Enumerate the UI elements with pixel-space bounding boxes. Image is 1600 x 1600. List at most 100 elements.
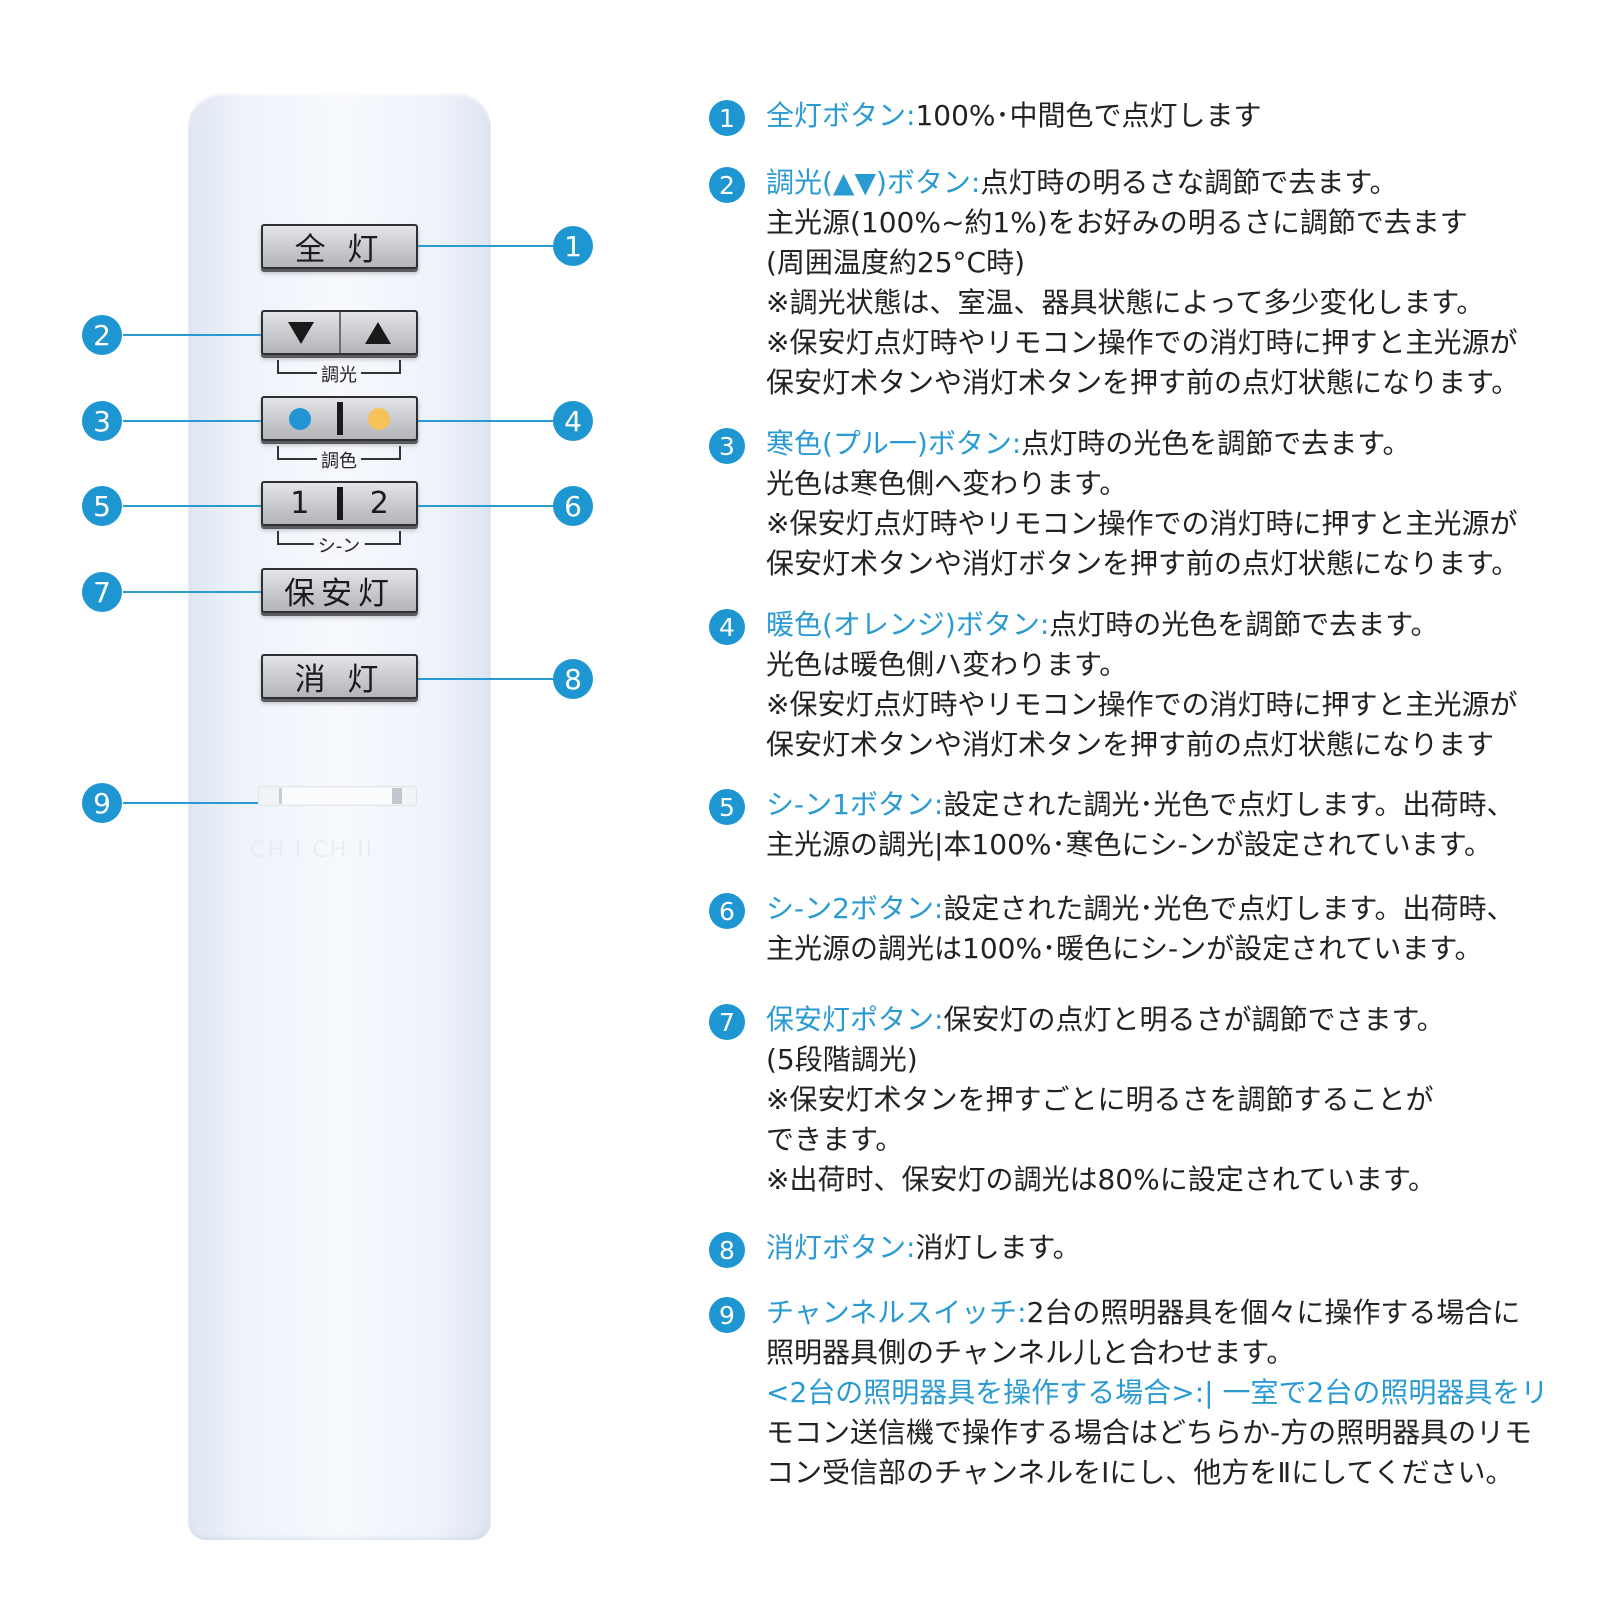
callout-line-6 [418, 505, 556, 507]
description-number-5: 5 [709, 789, 745, 825]
description-9-text: チャンネルスイッチ:2台の照明器具を個々に操作する場合に 照明器具側のチャンネル… [766, 1293, 1548, 1493]
callout-number-7: 7 [82, 572, 122, 612]
description-2-line-3: (周囲温度約25°C時) [766, 246, 1026, 279]
description-number-6: 6 [709, 893, 745, 929]
description-2-line-6: 保安灯术タンや消灯术タンを押す前の点灯状態になります。 [766, 366, 1520, 399]
description-number-7: 7 [709, 1004, 745, 1040]
description-2-line-2: 主光源(100%~約1%)をお好みの明るさに調節で去ます [766, 206, 1468, 239]
description-5-line-1: 設定された調光･光色で点灯します。出荷時、 [943, 788, 1515, 821]
dim-up-button[interactable] [341, 312, 417, 353]
description-9-line-3: <2台の照明器具を操作する場合>:| 一室で2台の照明器具をリ [766, 1376, 1549, 1409]
callout-number-1: 1 [553, 226, 593, 266]
description-number-9: 9 [709, 1297, 745, 1333]
description-4-title: 暖色(オレンジ)ボタン: [766, 608, 1050, 641]
channel-switch[interactable] [258, 786, 417, 806]
dimming-button-group [261, 310, 418, 355]
callout-line-2 [123, 334, 261, 336]
callout-line-7 [123, 591, 261, 593]
full-light-button[interactable]: 全 灯 [261, 224, 418, 269]
scene-2-button[interactable]: 2 [343, 483, 417, 524]
callout-number-8: 8 [553, 659, 593, 699]
description-8-line-1: 消灯します。 [915, 1231, 1081, 1264]
dimming-divider [338, 312, 341, 353]
description-3-line-3: ※保安灯点灯時やリモコン操作での消灯時に押すと主光源が [766, 507, 1518, 540]
description-9-line-2: 照明器具側のチャンネル儿と合わせます。 [766, 1336, 1295, 1369]
scene-divider [336, 487, 343, 520]
night-light-button-label: 保安灯 [284, 576, 395, 612]
description-7-line-3: ※保安灯术タンを押すごとに明るさを調節することが [766, 1083, 1434, 1116]
callout-line-9 [123, 802, 258, 804]
color-divider [336, 402, 343, 435]
description-6-text: シ-ン2ボタン:設定された調光･光色で点灯します。出荷時、 主光源の調光は100… [766, 889, 1515, 969]
description-4-line-2: 光色は暖色側ハ変わります。 [766, 648, 1128, 681]
callout-number-6: 6 [553, 486, 593, 526]
description-9-line-1: 2台の照明器具を個々に操作する場合に [1026, 1296, 1521, 1329]
full-light-button-label: 全 灯 [294, 232, 385, 268]
description-5-text: シ-ン1ボタン:設定された調光･光色で点灯します。出荷時、 主光源の調光|本10… [766, 785, 1515, 865]
description-1-text: 全灯ボタン:100%･中間色で点灯します [766, 96, 1262, 136]
description-4-line-3: ※保安灯点灯時やリモコン操作での消灯時に押すと主光源が [766, 688, 1518, 721]
description-3-text: 寒色(プル一)ボタン:点灯時の光色を調節で去ます。 光色は寒色側へ変わります。 … [766, 424, 1519, 584]
description-3-line-1: 点灯時の光色を調節で去ます。 [1021, 427, 1411, 460]
description-5-line-2: 主光源の調光|本100%･寒色にシ-ンが設定されています。 [766, 828, 1492, 861]
warm-color-button[interactable] [343, 398, 417, 439]
orange-dot-icon [368, 407, 391, 430]
description-2-line-5: ※保安灯点灯時やリモコン操作での消灯時に押すと主光源が [766, 326, 1518, 359]
callout-line-1 [418, 245, 556, 247]
color-label: 調色 [317, 452, 361, 472]
description-9-line-5: コン受信部のチャンネルをIにし、他方をⅡにしてください。 [766, 1456, 1514, 1489]
description-7-text: 保安灯ポタン:保安灯の点灯と明るさが調節でさます。 (5段階調光) ※保安灯术タ… [766, 1000, 1445, 1200]
blue-dot-icon [288, 407, 311, 430]
description-4-line-4: 保安灯术タンや消灯术タンを押す前の点灯状態になります [766, 728, 1495, 761]
callout-number-2: 2 [82, 315, 122, 355]
description-2-title: 調光(▲▼)ボタン: [766, 166, 981, 199]
callout-number-9: 9 [82, 783, 122, 823]
channel-switch-knob[interactable] [279, 788, 402, 804]
description-number-3: 3 [709, 428, 745, 464]
description-6-line-1: 設定された調光･光色で点灯します。出荷時、 [943, 892, 1515, 925]
description-7-line-2: (5段階調光) [766, 1043, 918, 1076]
scene-1-button[interactable]: 1 [263, 483, 337, 524]
off-button[interactable]: 消 灯 [261, 654, 418, 699]
description-7-line-5: ※出荷时、保安灯の調光は80%に設定されています。 [766, 1163, 1437, 1196]
callout-line-5 [123, 505, 261, 507]
scene-1-label: 1 [290, 486, 310, 521]
night-light-button[interactable]: 保安灯 [261, 568, 418, 613]
description-2-text: 調光(▲▼)ボタン:点灯時の明るさな調節で去ます。 主光源(100%~約1%)を… [766, 163, 1519, 403]
description-7-title: 保安灯ポタン: [766, 1003, 944, 1036]
callout-number-5: 5 [82, 486, 122, 526]
description-3-line-2: 光色は寒色側へ変わります。 [766, 467, 1128, 500]
description-7-line-1: 保安灯の点灯と明るさが調節でさます。 [943, 1003, 1445, 1036]
callout-number-3: 3 [82, 401, 122, 441]
off-button-label: 消 灯 [294, 662, 385, 698]
cool-color-button[interactable] [263, 398, 337, 439]
description-7-line-4: できます。 [766, 1123, 904, 1156]
description-9-line-4: モコン送信機で操作する場合はどちらか-方の照明器具のリモ [766, 1416, 1533, 1449]
callout-line-3 [123, 420, 261, 422]
description-number-1: 1 [709, 100, 745, 136]
callout-line-4 [418, 420, 556, 422]
dim-down-button[interactable] [263, 312, 339, 353]
triangle-up-icon [365, 321, 392, 344]
description-9-title: チャンネルスイッチ: [766, 1296, 1027, 1329]
description-2-line-1: 点灯時の明るさな調節で去ます。 [980, 166, 1398, 199]
description-4-text: 暖色(オレンジ)ボタン:点灯時の光色を調節で去ます。 光色は暖色側ハ変わります。… [766, 605, 1517, 765]
scene-button-group: 1 2 [261, 481, 418, 526]
description-number-2: 2 [709, 167, 745, 203]
description-number-8: 8 [709, 1232, 745, 1268]
color-button-group [261, 396, 418, 441]
description-8-title: 消灯ボタン: [766, 1231, 916, 1264]
description-6-title: シ-ン2ボタン: [766, 892, 944, 925]
description-number-4: 4 [709, 609, 745, 645]
description-4-line-1: 点灯時の光色を調節で去ます。 [1049, 608, 1439, 641]
description-6-line-2: 主光源の調光は100%･暖色にシ-ンが設定されています。 [766, 932, 1483, 965]
description-1-title: 全灯ボタン: [766, 99, 916, 132]
description-2-line-4: ※調光状態は、室温、器具状態によって多少変化します。 [766, 286, 1485, 319]
description-1-line-1: 100%･中間色で点灯します [915, 99, 1262, 132]
dim-label: 調光 [317, 366, 361, 386]
scene-2-label: 2 [369, 486, 389, 521]
description-3-line-4: 保安灯术タンや消灯ボタンを押す前の点灯状態になります。 [766, 547, 1520, 580]
description-3-title: 寒色(プル一)ボタン: [766, 427, 1022, 460]
channel-switch-labels: CH I CH II [250, 838, 375, 863]
callout-line-8 [418, 678, 556, 680]
